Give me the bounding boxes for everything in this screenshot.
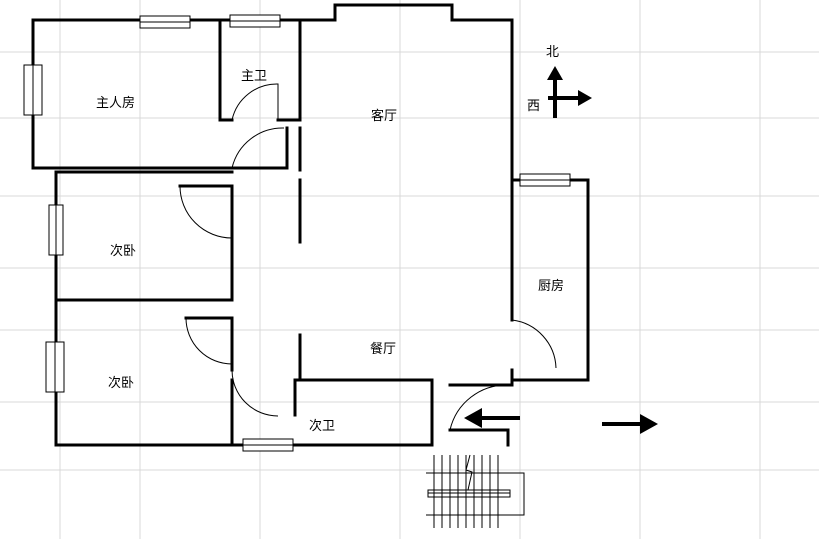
door-master-bedroom	[231, 127, 285, 169]
compass-north-label: 北	[546, 45, 559, 60]
wall-second-bath	[230, 378, 434, 447]
wall-bedroom-2	[54, 170, 234, 302]
room-labels: 主人房 主卫 客厅 次卧 次卧 餐厅 厨房 次卫	[96, 69, 564, 434]
wall-kitchen	[448, 178, 590, 447]
room-label-kitchen: 厨房	[538, 278, 564, 294]
entrance-arrow-icon	[464, 408, 520, 428]
door-entrance	[449, 384, 509, 431]
wall-hall-left	[285, 126, 302, 172]
door-master-bath	[231, 83, 279, 121]
compass-arrow-icon	[547, 66, 592, 118]
compass: 北 西	[527, 45, 592, 118]
door-second-bath	[231, 369, 279, 417]
room-label-master-bedroom: 主人房	[96, 95, 135, 111]
staircase-icon	[426, 454, 525, 528]
compass-west-label: 西	[527, 99, 540, 114]
wall-living-top	[298, 3, 514, 22]
room-label-dining-room: 餐厅	[370, 341, 396, 357]
door-bedroom-3	[185, 317, 233, 365]
doors	[179, 83, 557, 431]
windows	[23, 14, 571, 452]
wall-bedroom-3	[54, 298, 234, 447]
door-kitchen	[511, 319, 557, 369]
room-label-second-bath: 次卫	[309, 418, 335, 434]
room-label-bedroom-3: 次卧	[108, 375, 134, 391]
wall-master-bath	[218, 18, 302, 122]
door-bedroom-2	[179, 185, 233, 239]
room-label-bedroom-2: 次卧	[110, 243, 136, 259]
room-label-living-room: 客厅	[371, 108, 397, 124]
exit-arrow-icon	[602, 414, 658, 434]
room-label-master-bath: 主卫	[241, 69, 267, 84]
